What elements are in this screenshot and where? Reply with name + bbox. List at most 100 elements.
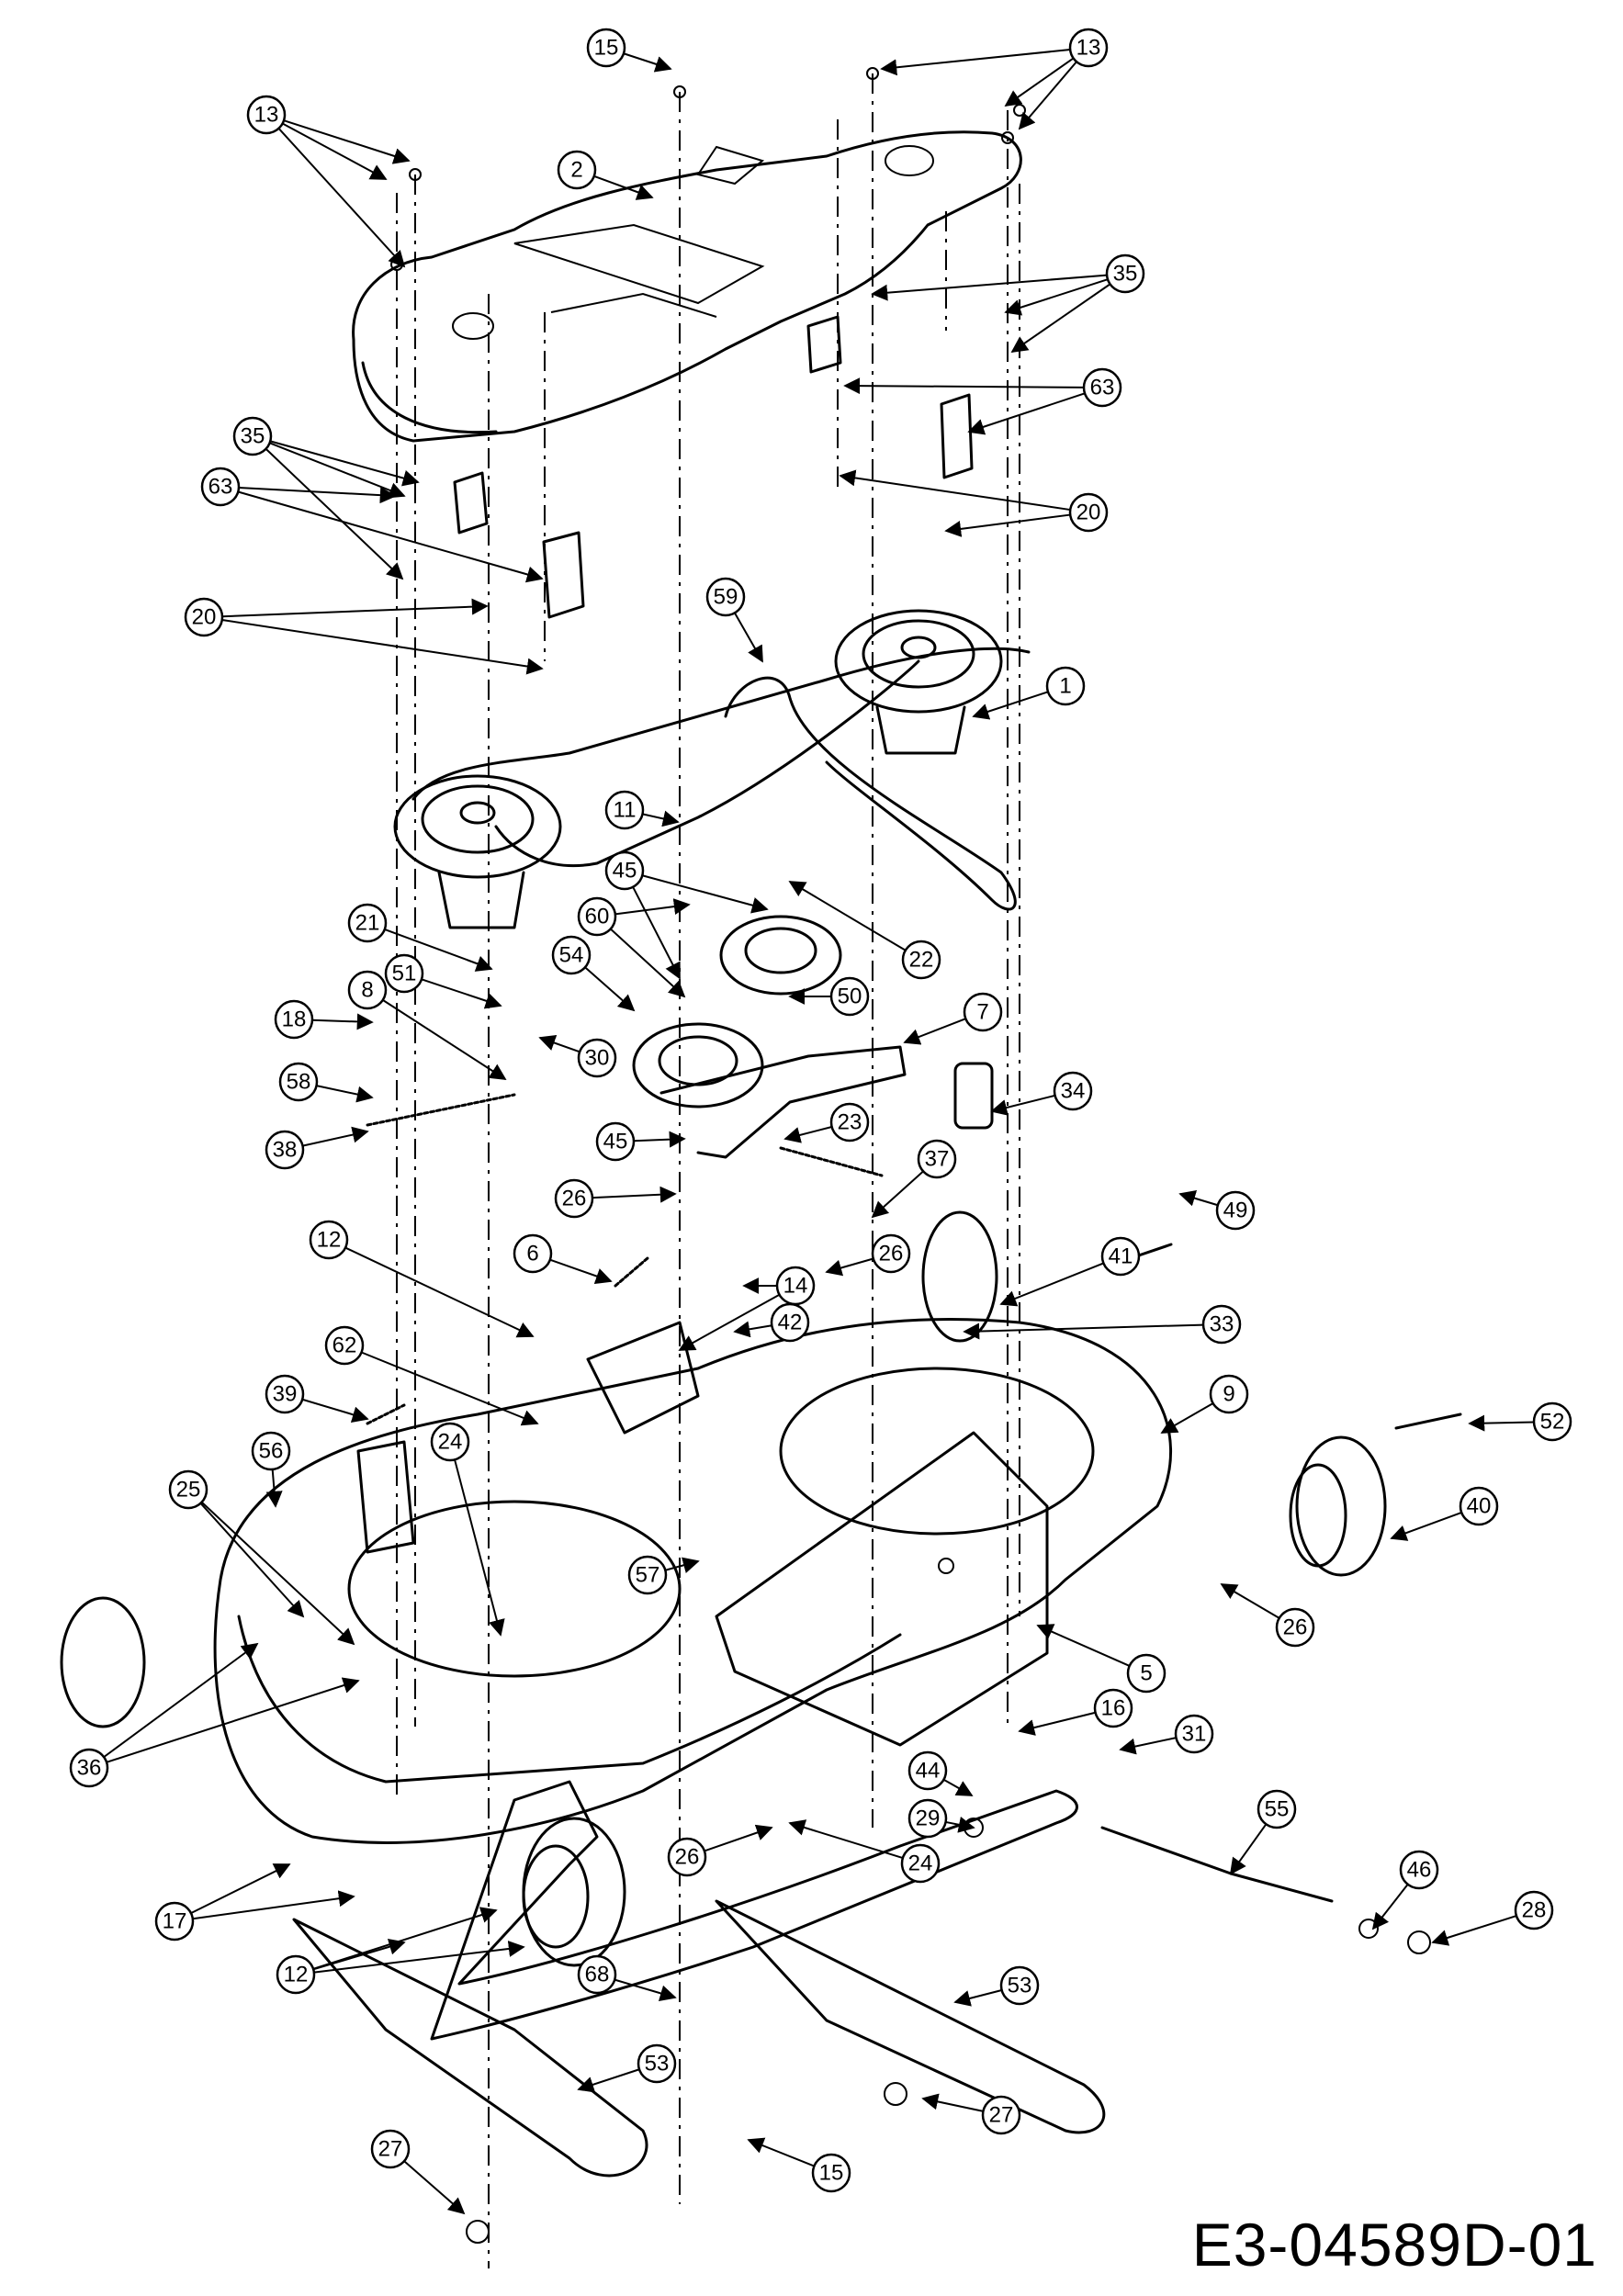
callout-leader-68 [614,1978,677,2002]
callout-label: 34 [1061,1079,1086,1104]
callout-leader-63 [238,487,397,504]
callout-label: 15 [819,2161,844,2186]
callout-26: 26 [1275,1607,1315,1648]
callout-leader-20 [221,598,489,618]
callout-6: 6 [513,1233,553,1274]
callout-leader-24 [454,1459,505,1637]
callout-leader-25 [200,1501,355,1646]
callout-label: 25 [176,1478,201,1503]
callout-20: 20 [184,597,224,637]
callout-label: 1 [1059,674,1071,699]
callout-leader-60 [614,898,691,916]
callout-leader-28 [1431,1915,1517,1946]
callout-55: 55 [1257,1789,1297,1829]
callout-39: 39 [265,1374,305,1414]
callout-label: 45 [603,1130,628,1154]
callout-7: 7 [963,992,1003,1032]
callout-30: 30 [577,1038,617,1078]
callout-leader-45 [632,886,681,980]
callout-18: 18 [274,999,314,1040]
callout-leader-44 [942,1778,974,1796]
callout-label: 17 [163,1909,187,1934]
callout-label: 13 [1076,36,1101,61]
callout-leader-30 [538,1034,580,1053]
callout-label: 53 [1008,1974,1032,1998]
callout-leader-12 [313,1941,525,1974]
callout-leader-40 [1390,1511,1462,1541]
callout-label: 11 [614,798,637,823]
callout-label: 53 [645,2052,670,2077]
callout-leader-35 [871,274,1108,301]
callout-22: 22 [901,940,941,980]
callout-label: 30 [585,1046,610,1071]
callout-label: 41 [1109,1244,1133,1269]
belt-cover [352,130,1022,443]
callout-label: 59 [714,585,738,610]
callout-29: 29 [907,1798,948,1839]
callout-leader-20 [221,619,544,675]
callout-leader-27 [403,2160,466,2215]
callout-leader-42 [733,1321,772,1338]
callout-leader-54 [584,966,636,1012]
callout-25: 25 [168,1469,209,1510]
callout-label: 28 [1522,1898,1547,1923]
callout-leader-9 [1160,1402,1214,1434]
callout-17: 17 [154,1901,195,1941]
callout-leader-36 [106,1677,360,1763]
callout-16: 16 [1093,1688,1133,1728]
callout-35: 35 [232,416,273,456]
callout-26: 26 [554,1178,594,1219]
spindle-left [393,774,562,929]
bracket-63-group [453,315,974,619]
callout-21: 21 [347,903,388,943]
callout-label: 20 [192,605,217,630]
callout-24: 24 [900,1843,941,1884]
callout-label: 9 [1223,1382,1234,1407]
callout-label: 22 [909,948,934,973]
callout-label: 26 [675,1845,700,1870]
callout-leader-8 [382,999,507,1080]
callout-leader-56 [265,1469,283,1508]
callout-14: 14 [775,1266,816,1306]
callout-label: 57 [636,1563,660,1588]
callout-27: 27 [981,2095,1021,2135]
callout-62: 62 [324,1325,365,1366]
hardware [390,67,1431,2244]
callout-33: 33 [1201,1304,1242,1345]
callout-54: 54 [551,935,592,975]
callout-8: 8 [347,970,388,1010]
callout-leader-45 [642,874,769,914]
callout-label: 40 [1467,1494,1492,1519]
callout-50: 50 [829,976,870,1017]
callout-label: 31 [1182,1722,1207,1747]
callout-leader-36 [103,1642,259,1758]
callout-label: 23 [838,1110,862,1135]
callout-label: 26 [562,1187,587,1211]
callout-label: 12 [317,1228,342,1253]
mower-deck [213,1318,1172,1844]
callout-label: 51 [392,962,417,986]
callout-label: 46 [1407,1858,1432,1883]
callout-leader-13 [282,122,388,180]
callout-leader-33 [963,1322,1204,1340]
callout-label: 62 [332,1334,357,1358]
callout-label: 8 [361,978,373,1003]
callout-leader-7 [903,1018,966,1045]
callout-9: 9 [1209,1374,1249,1414]
callout-leader-5 [1036,1624,1131,1667]
callout-24: 24 [430,1422,470,1462]
callout-label: 7 [976,1000,988,1025]
callout-label: 37 [925,1147,950,1172]
callout-13: 13 [1068,28,1109,68]
callout-leader-13 [1004,57,1075,107]
callout-26: 26 [871,1233,911,1274]
alignment-lines [396,73,1020,2268]
callout-label: 27 [989,2103,1014,2128]
callout-35: 35 [1105,253,1145,294]
callout-label: 13 [254,103,279,128]
callout-leader-41 [999,1262,1104,1307]
callout-leader-20 [944,513,1071,537]
callout-leader-35 [265,448,404,580]
callout-label: 58 [287,1070,311,1095]
callout-label: 24 [908,1851,933,1876]
